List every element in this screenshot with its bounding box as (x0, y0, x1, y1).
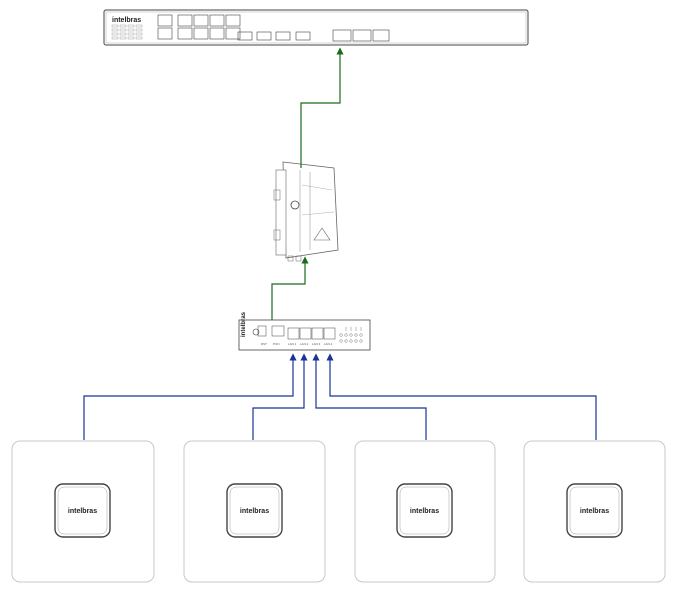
ap-2-logo: intelbras (240, 508, 269, 515)
access-point-1: intelbras (11, 440, 155, 583)
switch-sfp-ports (237, 31, 311, 41)
lan-link-ap1 (83, 353, 297, 440)
router-device: intelbras RST PON LAN 1 LAN 2 LAN 3 LAN … (238, 311, 371, 351)
power-icon (252, 328, 260, 336)
switch-sfp-plus-ports (332, 29, 390, 42)
lan-connectors (83, 353, 597, 440)
lan-link-ap3 (312, 353, 427, 440)
lock-icon (290, 200, 300, 210)
ap-3-logo: intelbras (410, 508, 439, 515)
switch-device: intelbras (103, 9, 529, 46)
lan3-label: LAN 3 (312, 342, 321, 346)
router-status-leds (339, 327, 363, 343)
lan-port-1 (287, 327, 300, 340)
lan4-label: LAN 4 (324, 342, 333, 346)
switch-console-ports (157, 14, 173, 40)
lan2-label: LAN 2 (300, 342, 309, 346)
switch-brand-logo: intelbras (112, 17, 141, 24)
lan1-label: LAN 1 (288, 342, 297, 346)
lan-port-2 (299, 327, 312, 340)
rst-label: RST (261, 342, 267, 346)
switch-led-panel (111, 24, 143, 40)
access-point-4: intelbras (523, 440, 666, 583)
pon-port (271, 325, 285, 337)
warning-triangle-icon (313, 227, 331, 241)
lan-port-4 (323, 327, 336, 340)
uplink-router-to-box (271, 256, 309, 320)
switch-rj45-ports (177, 14, 241, 40)
router-body (238, 319, 371, 351)
lan-link-ap4 (326, 353, 597, 440)
access-point-2: intelbras (183, 440, 326, 583)
router-brand-logo: intelbras (241, 311, 247, 337)
ap-1-logo: intelbras (68, 508, 97, 515)
uplink-box-to-switch (300, 47, 344, 168)
lan-link-ap2 (252, 353, 308, 440)
optical-termination-box (273, 161, 339, 262)
uplink-connectors (271, 47, 344, 320)
access-point-3: intelbras (354, 440, 496, 583)
lan-port-3 (311, 327, 324, 340)
ap-4-logo: intelbras (580, 508, 609, 515)
pon-label: PON (273, 342, 280, 346)
